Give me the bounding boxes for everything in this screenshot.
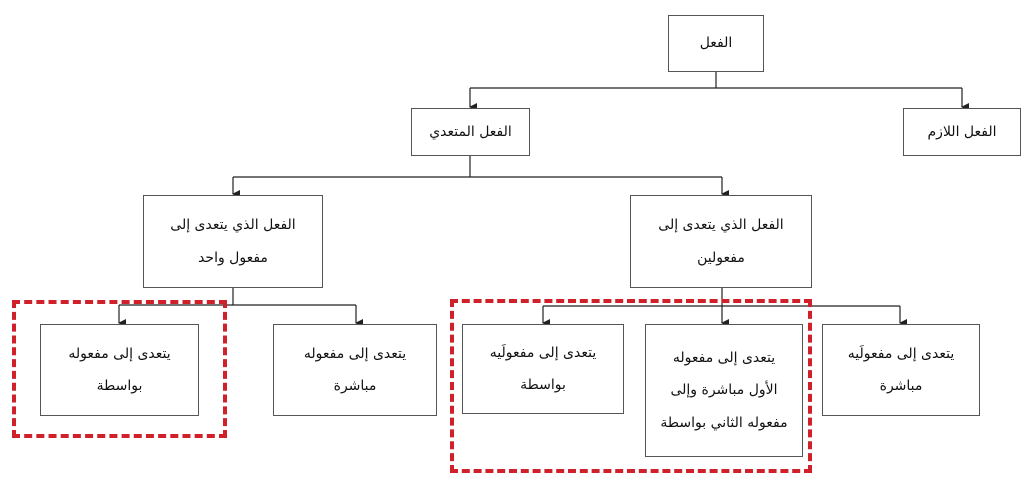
highlight-indirect-one (12, 300, 227, 438)
node-label: الفعل الذي يتعدى إلى مفعولين (658, 217, 784, 266)
node-transitive: الفعل المتعدي (411, 108, 530, 156)
node-label: يتعدى إلى مفعوله بواسطة (68, 345, 171, 394)
node-label: الفعل الذي يتعدى إلى مفعول واحد (170, 217, 296, 266)
node-one-direct: يتعدى إلى مفعوله مباشرة (273, 324, 437, 416)
node-one-object: الفعل الذي يتعدى إلى مفعول واحد (143, 195, 323, 288)
node-root: الفعل (668, 15, 764, 72)
node-two-mixed: يتعدى إلى مفعوله الأول مباشرة وإلى مفعول… (645, 324, 803, 457)
node-two-indirect: يتعدى إلى مفعولَيه بواسطة (462, 324, 624, 414)
node-two-objects: الفعل الذي يتعدى إلى مفعولين (630, 195, 812, 288)
node-two-direct: يتعدى إلى مفعولَيه مباشرة (822, 324, 980, 416)
node-one-indirect: يتعدى إلى مفعوله بواسطة (40, 324, 199, 416)
node-label: الفعل (699, 35, 733, 52)
node-label: يتعدى إلى مفعوله مباشرة (303, 345, 407, 394)
node-label: الفعل المتعدي (429, 123, 512, 140)
node-label: يتعدى إلى مفعولَيه بواسطة (489, 344, 597, 393)
node-label: يتعدى إلى مفعولَيه مباشرة (847, 345, 955, 394)
node-label: يتعدى إلى مفعوله الأول مباشرة وإلى مفعول… (660, 350, 788, 431)
node-label: الفعل اللازم (927, 123, 997, 140)
node-intransitive: الفعل اللازم (903, 108, 1021, 156)
highlight-indirect-two (450, 299, 812, 473)
